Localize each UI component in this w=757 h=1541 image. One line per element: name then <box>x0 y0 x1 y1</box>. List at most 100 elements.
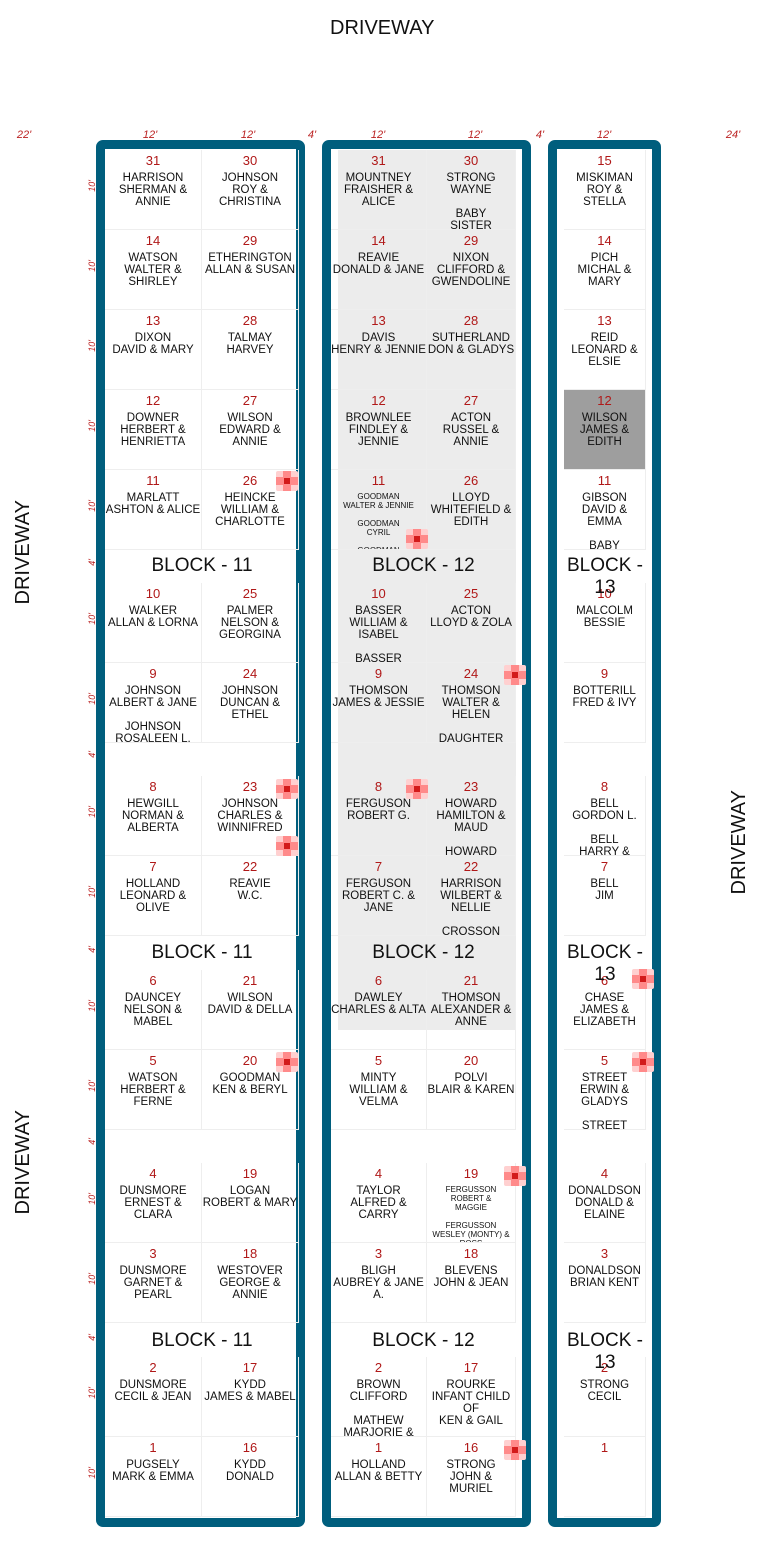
grave-marker-icon[interactable] <box>406 529 428 549</box>
grave-marker-icon[interactable] <box>276 836 298 856</box>
plot-number: 28 <box>242 313 258 328</box>
grave-marker-icon[interactable] <box>504 1440 526 1460</box>
grave-marker-icon[interactable] <box>276 1052 298 1072</box>
grave-marker-icon[interactable] <box>276 471 298 491</box>
grave-marker-icon[interactable] <box>504 665 526 685</box>
plot-number: 1 <box>149 1440 157 1455</box>
grave-marker-icon[interactable] <box>632 969 654 989</box>
grave-marker-icon[interactable] <box>504 1166 526 1186</box>
grave-marker-icon[interactable] <box>276 779 298 799</box>
block-12-frame <box>322 140 531 1527</box>
plot-names: DUNSMORE ERNEST & CLARA <box>119 1185 187 1221</box>
plot-names: BLIGH AUBREY & JANE A. <box>333 1265 424 1301</box>
grave-marker-icon[interactable] <box>632 1052 654 1072</box>
plot-names: TAYLOR ALFRED & CARRY <box>350 1185 407 1221</box>
plot-number: 21 <box>242 973 258 988</box>
plot-names: HOLLAND ALLAN & BETTY <box>334 1459 423 1483</box>
plot-b13-1[interactable]: 1 <box>564 1437 646 1517</box>
plot-names: HARRISON WILBERT & NELLIE CROSSON INEZ <box>440 878 502 936</box>
grave-marker-icon[interactable] <box>406 779 428 799</box>
plot-names: WALKER ALLAN & LORNA <box>107 605 199 629</box>
plot-number: 20 <box>242 1053 258 1068</box>
plot-number: 29 <box>242 233 258 248</box>
block-label-b13: BLOCK - 13 <box>566 1330 644 1373</box>
block-label-b11: BLOCK - 11 <box>151 1330 253 1351</box>
